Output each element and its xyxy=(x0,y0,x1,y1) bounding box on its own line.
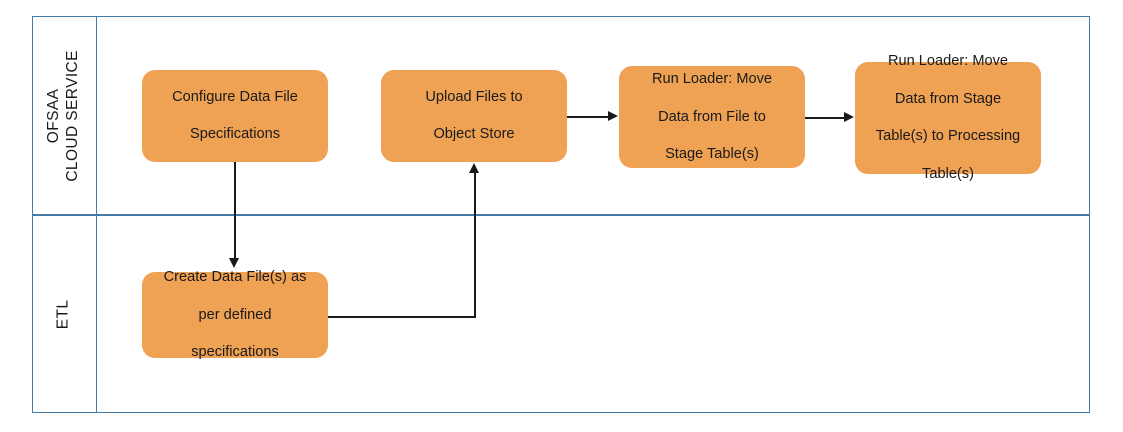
node-create-data-files-as-per-defined-specifications[interactable]: Create Data File(s) as per defined speci… xyxy=(142,269,328,360)
connector-upload-to-loader-stage-line xyxy=(567,116,609,118)
lane-label-line1: OFSAA xyxy=(45,88,63,143)
node-label: Create Data File(s) as per defined speci… xyxy=(151,268,319,363)
lane-label-line2: CLOUD SERVICE xyxy=(64,49,81,182)
connector-create-to-upload-vertical xyxy=(474,172,476,318)
node-label: Upload Files to Object Store xyxy=(390,88,558,145)
lane-label-line1: ETL xyxy=(54,299,72,329)
lane-ofsaa-cloud-service xyxy=(32,16,1090,215)
node-upload-files-to-object-store[interactable]: Upload Files to Object Store xyxy=(381,70,567,162)
lane-etl xyxy=(32,215,1090,413)
node-run-loader-file-to-stage[interactable]: Run Loader: Move Data from File to Stage… xyxy=(619,66,805,168)
node-label-line3: specifications xyxy=(191,344,279,361)
lane-header-ofsaa-cloud-service: OFSAA CLOUD SERVICE xyxy=(32,16,97,215)
connector-configure-to-create-line xyxy=(234,162,236,260)
lane-label-ofsaa-cloud-service: OFSAA CLOUD SERVICE xyxy=(45,50,83,182)
connector-create-to-upload-arrowhead xyxy=(469,163,479,173)
node-label-line1: Run Loader: Move xyxy=(651,70,773,87)
node-label-line2: Specifications xyxy=(189,126,281,143)
node-label: Run Loader: Move Data from File to Stage… xyxy=(628,70,796,165)
node-label-line2: per defined xyxy=(198,306,272,323)
connector-loader-stage-to-processing-line xyxy=(805,117,845,119)
node-label-line2: Data from File to xyxy=(658,108,766,125)
node-label-line4: Table(s) xyxy=(922,166,974,183)
lane-label-etl: ETL xyxy=(55,299,74,329)
connector-upload-to-loader-stage-arrowhead xyxy=(608,111,618,121)
node-run-loader-stage-to-processing[interactable]: Run Loader: Move Data from Stage Table(s… xyxy=(855,53,1041,182)
node-label-line1: Create Data File(s) as xyxy=(163,268,307,285)
lane-header-etl: ETL xyxy=(32,215,97,413)
node-configure-data-file-specifications[interactable]: Configure Data File Specifications xyxy=(142,70,328,162)
node-label-line3: Stage Table(s) xyxy=(665,146,759,163)
node-label-line1: Upload Files to xyxy=(425,88,523,105)
node-label-line1: Configure Data File xyxy=(172,88,298,105)
node-label: Run Loader: Move Data from Stage Table(s… xyxy=(864,52,1032,185)
node-label-line1: Run Loader: Move xyxy=(887,52,1009,69)
node-label: Configure Data File Specifications xyxy=(151,88,319,145)
node-label-line2: Object Store xyxy=(433,126,515,143)
connector-configure-to-create-arrowhead xyxy=(229,258,239,268)
connector-create-to-upload-horizontal xyxy=(328,316,476,318)
connector-loader-stage-to-processing-arrowhead xyxy=(844,112,854,122)
node-label-line3: Table(s) to Processing xyxy=(875,128,1021,145)
node-label-line2: Data from Stage xyxy=(894,90,1002,107)
